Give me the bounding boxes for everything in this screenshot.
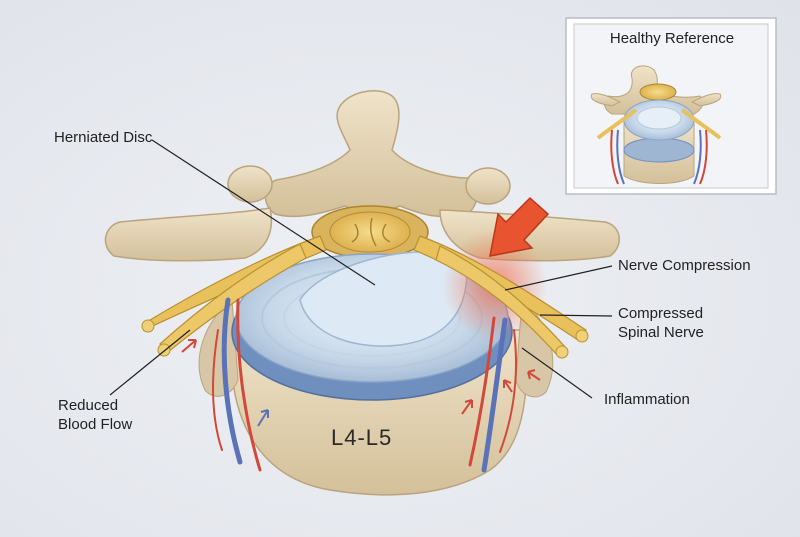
compressed-nerve-label: Compressed Spinal Nerve [618,304,704,342]
spinal-cord [311,205,429,259]
herniated-disc-label: Herniated Disc [54,128,152,147]
leader-lines [109,139,613,399]
reduced-flow-line2: Blood Flow [58,416,133,433]
healthy-reference-inset [565,17,777,195]
vertebra-level-label: L4-L5 [331,425,393,450]
right-facet [465,167,511,205]
blood-vessels [212,297,518,473]
compression-arrow [489,196,550,257]
spinous-process [264,89,479,218]
reduced-flow-line1: Reduced [58,397,119,414]
inflammation-text: Inflammation [604,391,690,408]
herniated-disc-text: Herniated Disc [54,129,153,146]
reduced-blood-flow-label: Reduced Blood Flow [58,396,132,434]
left-transverse-process [104,207,273,262]
nerve-compression-label: Nerve Compression [618,256,751,275]
nerve-compression-text: Nerve Compression [618,257,751,274]
left-facet [227,165,273,203]
inset-title: Healthy Reference [609,30,735,47]
flow-arrows [181,339,541,427]
intervertebral-disc [231,251,513,401]
compressed-nerve-line1: Compressed [618,305,704,322]
compressed-nerve-line2: Spinal Nerve [618,324,704,341]
spinal-nerves [141,235,589,359]
inflammation-label: Inflammation [604,390,690,409]
